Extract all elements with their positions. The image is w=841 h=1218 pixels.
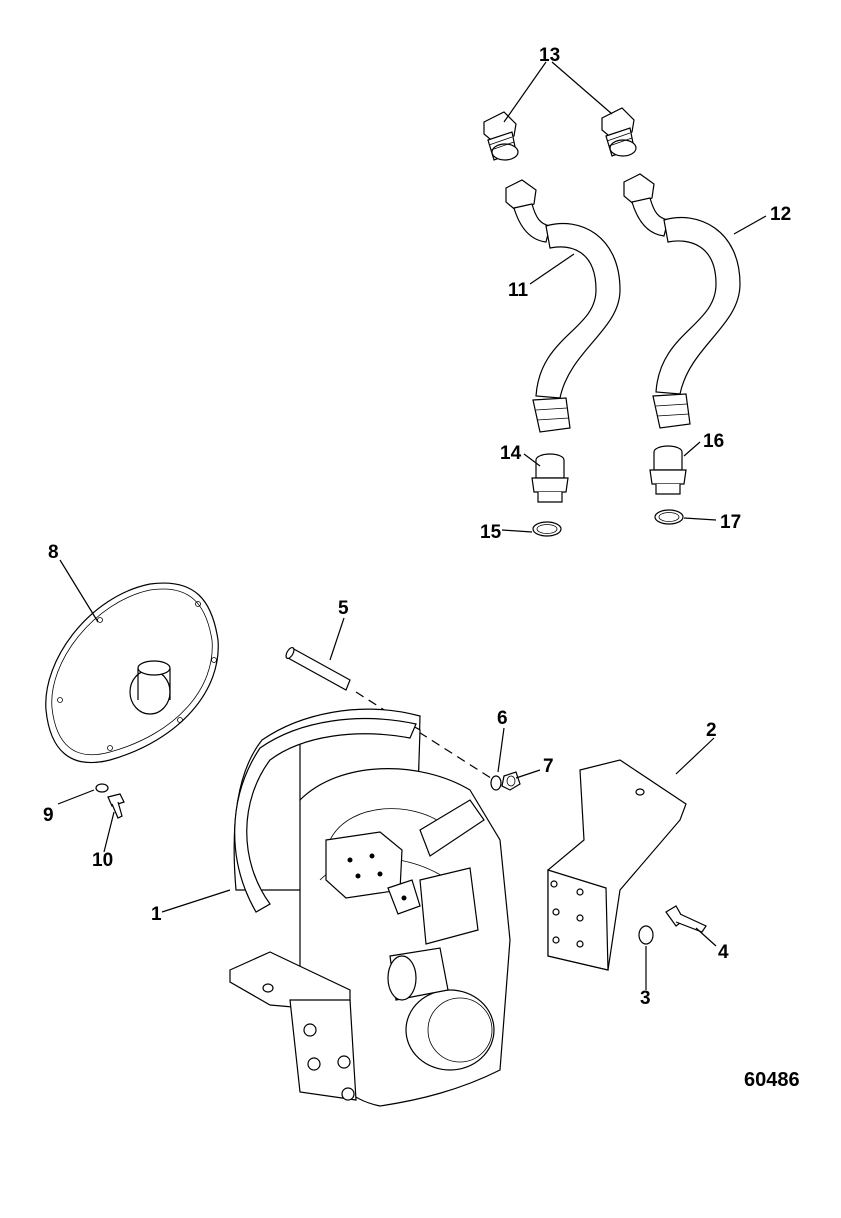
fitting-13-right <box>601 107 637 157</box>
hose-11 <box>505 179 621 433</box>
bolt-10 <box>107 793 125 819</box>
nut-7 <box>501 771 521 791</box>
callout-16: 16 <box>703 431 724 452</box>
fitting-14 <box>531 453 569 503</box>
washer-3 <box>638 925 654 945</box>
callout-10: 10 <box>92 850 113 871</box>
callout-2: 2 <box>706 720 717 741</box>
callout-11: 11 <box>508 280 529 301</box>
callout-5: 5 <box>338 598 349 619</box>
bracket-2 <box>547 759 687 971</box>
callout-17: 17 <box>720 512 741 533</box>
callout-9: 9 <box>43 805 54 826</box>
washer-9 <box>95 783 109 793</box>
hose-12 <box>623 173 741 429</box>
callout-15: 15 <box>480 522 502 543</box>
callout-8: 8 <box>48 542 59 563</box>
washer-6 <box>490 775 502 791</box>
fitting-16 <box>649 445 687 495</box>
leader-lines <box>57 61 767 990</box>
callout-3: 3 <box>640 988 651 1009</box>
cover-plate-8 <box>45 582 219 764</box>
callout-4: 4 <box>718 942 729 963</box>
callout-13: 13 <box>539 45 560 66</box>
callout-6: 6 <box>497 708 508 729</box>
bolt-4 <box>665 905 707 933</box>
fitting-13-left <box>483 111 519 161</box>
callout-7: 7 <box>543 756 554 777</box>
alignment-line <box>355 691 495 781</box>
transmission-housing-1 <box>229 708 511 1107</box>
figure-number: 60486 <box>744 1069 800 1091</box>
callout-14: 14 <box>500 443 522 464</box>
callout-1: 1 <box>151 904 162 925</box>
callout-12: 12 <box>770 204 791 225</box>
pin-5 <box>285 646 351 691</box>
